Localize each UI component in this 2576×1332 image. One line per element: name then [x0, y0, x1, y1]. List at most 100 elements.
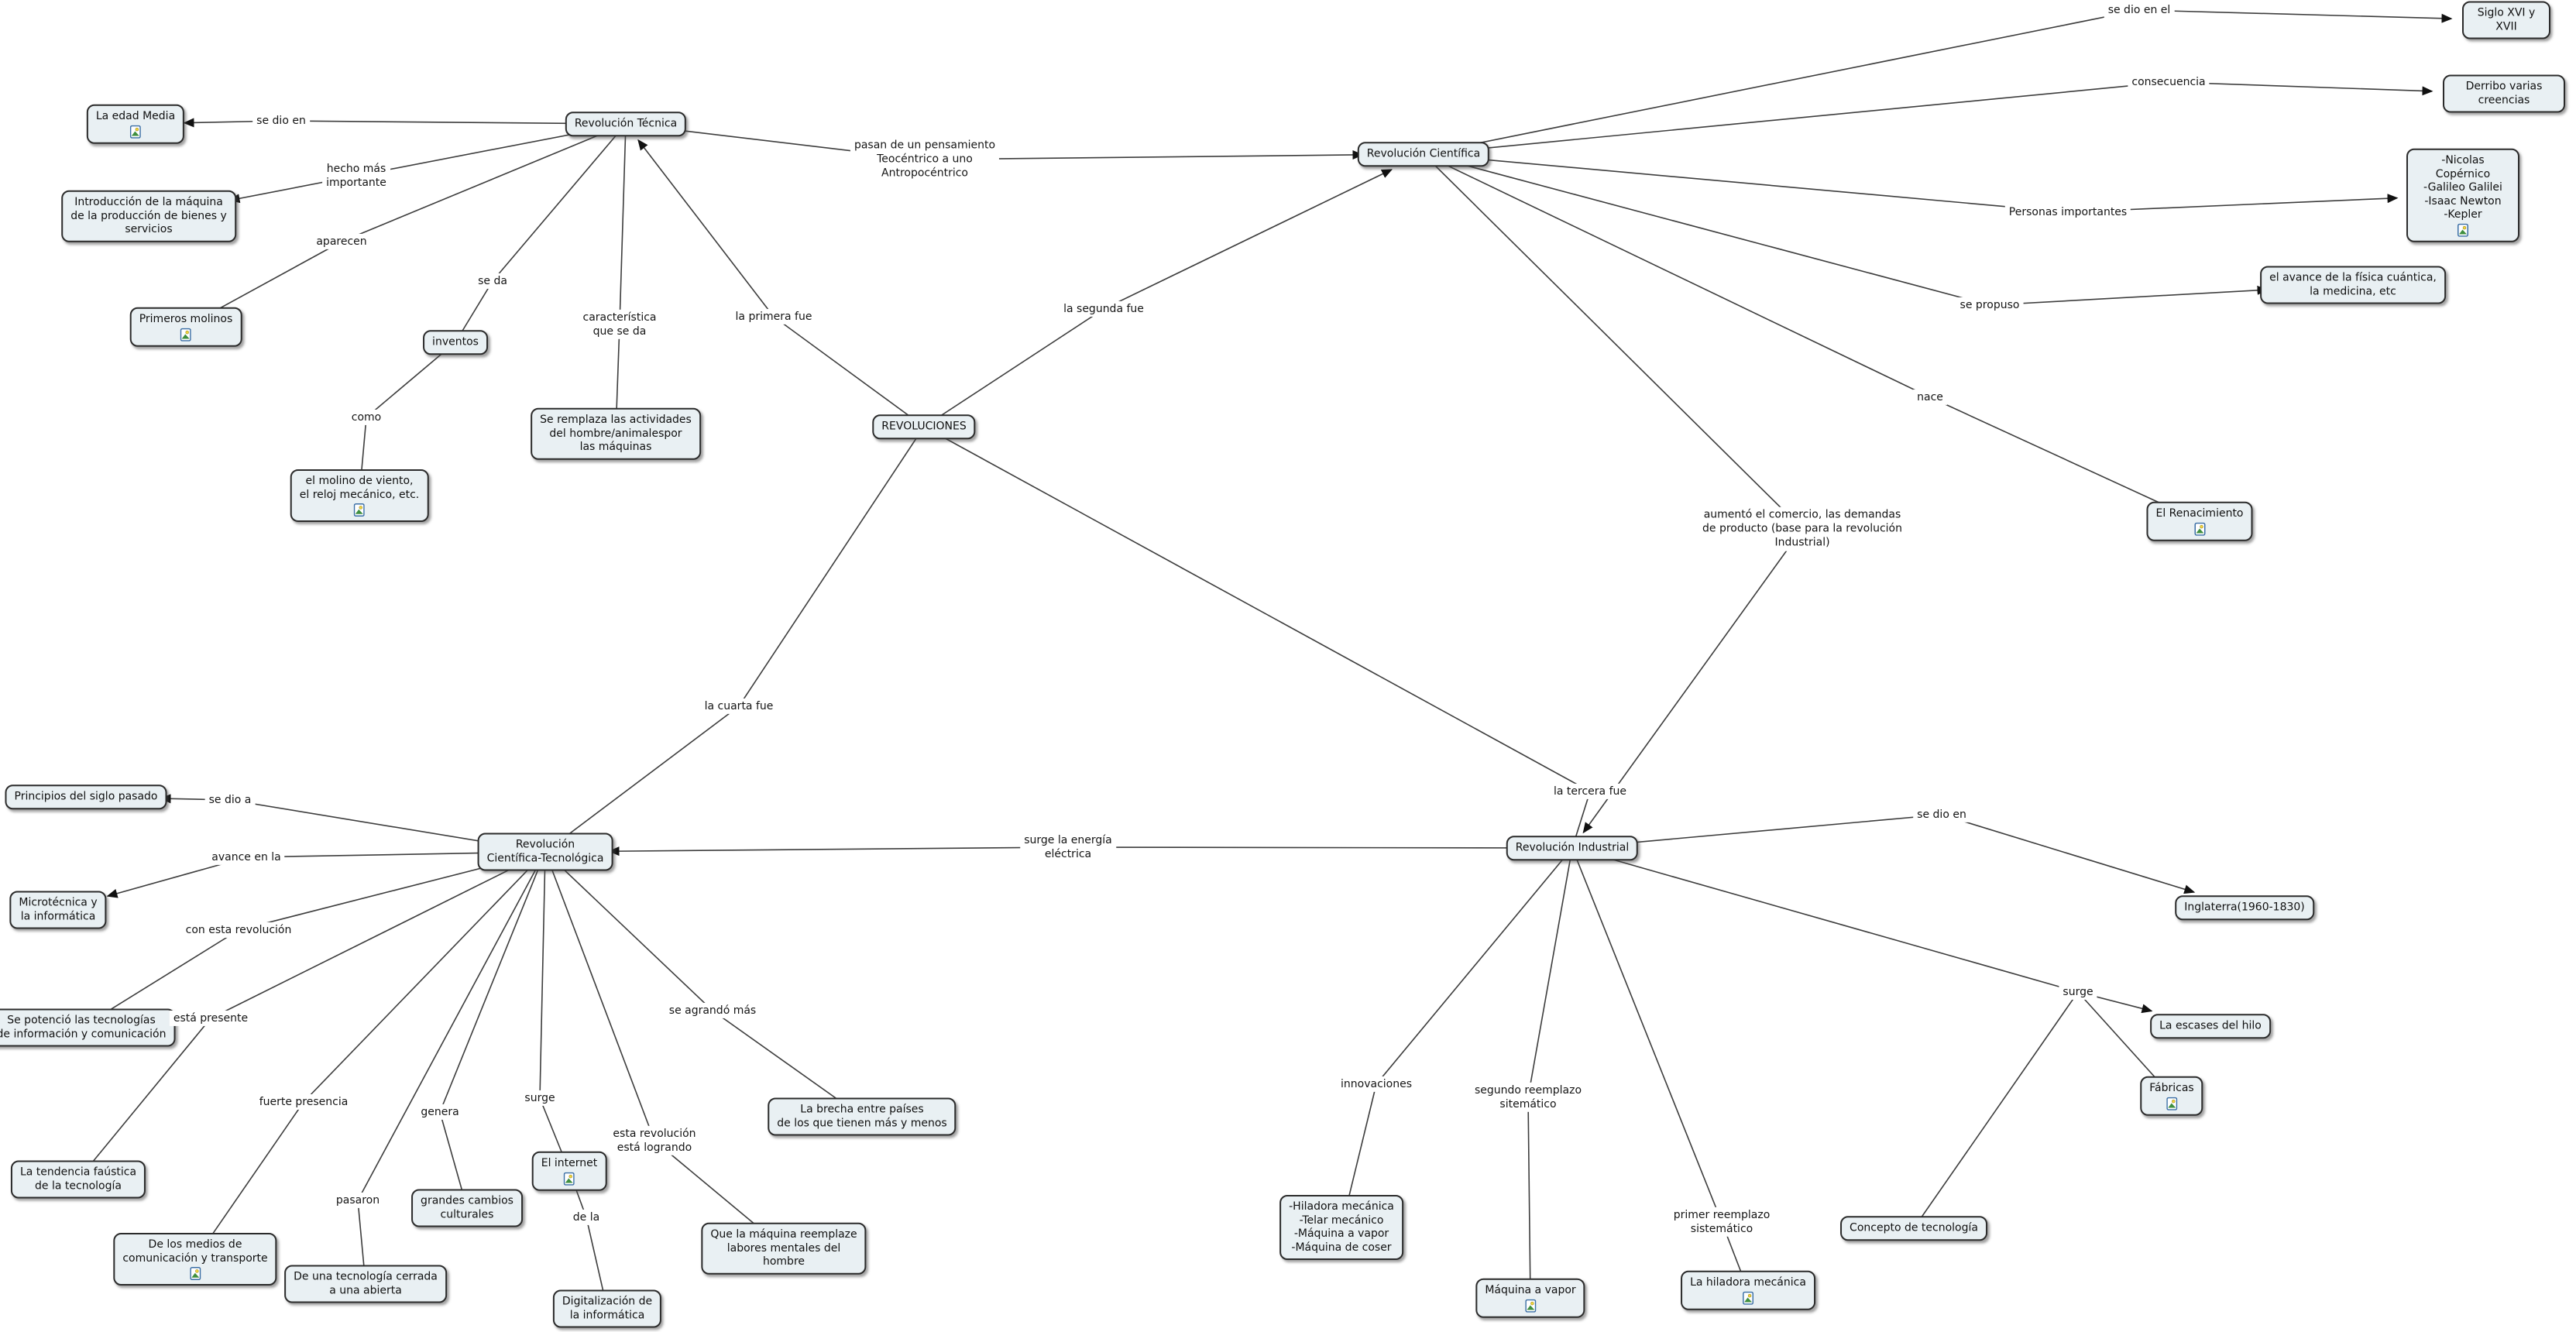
link-line: [1527, 1097, 1531, 1299]
link-label-l_pasaron[interactable]: pasaron: [331, 1192, 384, 1209]
concept-node-renacimiento[interactable]: El Renacimiento: [2146, 501, 2253, 541]
link-label-l_la_cuarta[interactable]: la cuarta fue: [700, 698, 778, 715]
concept-node-text: Digitalización de la informática: [562, 1295, 653, 1322]
image-resource-icon[interactable]: [353, 503, 365, 517]
image-resource-icon[interactable]: [2458, 223, 2468, 237]
link-label-l_avance[interactable]: avance en la: [208, 849, 285, 866]
link-label-l_con_esta[interactable]: con esta revolución: [181, 922, 296, 939]
concept-node-inventos[interactable]: inventos: [423, 330, 488, 355]
concept-node-rev_cientifica[interactable]: Revolución Científica: [1357, 142, 1490, 166]
link-label-l_de_la[interactable]: de la: [568, 1209, 604, 1226]
link-label-l_fuerte[interactable]: fuerte presencia: [255, 1093, 352, 1111]
concept-node-cambios[interactable]: grandes cambios culturales: [411, 1189, 523, 1227]
concept-node-maquina_mental[interactable]: Que la máquina reemplaze labores mentale…: [701, 1222, 867, 1275]
concept-node-escases[interactable]: La escases del hilo: [2150, 1014, 2271, 1038]
link-label-l_se_dio_en2[interactable]: se dio en: [1913, 806, 1970, 823]
link-label-l_segundo[interactable]: segundo reemplazo sitemático: [1470, 1082, 1586, 1113]
concept-node-brecha[interactable]: La brecha entre países de los que tienen…: [768, 1097, 957, 1136]
link-label-l_nace[interactable]: nace: [1913, 389, 1947, 406]
link-line: [923, 308, 1104, 427]
concept-node-principios[interactable]: Principios del siglo pasado: [5, 784, 167, 809]
link-label-l_la_primera[interactable]: la primera fue: [731, 308, 816, 325]
concept-node-primeros_molinos[interactable]: Primeros molinos: [129, 307, 242, 347]
link-label-l_aparecen[interactable]: aparecen: [312, 233, 371, 250]
link-label-l_pasan[interactable]: pasan de un pensamiento Teocéntrico a un…: [850, 137, 1000, 182]
link-line: [1582, 528, 1803, 834]
concept-node-internet[interactable]: El internet: [531, 1151, 607, 1191]
link-label-l_consecuencia[interactable]: consecuencia: [2128, 74, 2210, 91]
link-label-l_primer[interactable]: primer reemplazo sistemático: [1669, 1207, 1774, 1238]
link-label-l_personas[interactable]: Personas importantes: [2004, 204, 2131, 221]
concept-node-rev_industrial[interactable]: Revolución Industrial: [1506, 836, 1639, 860]
concept-node-potencio[interactable]: Se potenció las tecnologías de informaci…: [0, 1008, 176, 1047]
image-resource-icon[interactable]: [1743, 1291, 1753, 1305]
concept-node-text: Principios del siglo pasado: [14, 790, 158, 803]
link-label-l_surge1[interactable]: surge: [520, 1090, 559, 1107]
image-resource-icon[interactable]: [189, 1267, 201, 1280]
image-resource-icon[interactable]: [563, 1172, 575, 1186]
concept-node-rev_cient_tec[interactable]: Revolución Científica-Tecnológica: [477, 832, 613, 871]
link-line: [1423, 153, 1803, 530]
link-label-l_caracteristica[interactable]: característica que se da: [579, 309, 661, 340]
concept-node-rev_tecnica[interactable]: Revolución Técnica: [565, 112, 687, 136]
concept-node-revoluciones[interactable]: REVOLUCIONES: [872, 414, 976, 439]
link-line: [1989, 285, 2269, 306]
image-resource-icon[interactable]: [2193, 522, 2205, 536]
link-label-l_se_dio_en_el[interactable]: se dio en el: [2104, 2, 2175, 19]
concept-node-maquina_vapor[interactable]: Máquina a vapor: [1475, 1278, 1585, 1318]
link-label-l_como[interactable]: como: [347, 409, 386, 426]
concept-node-fabricas[interactable]: Fábricas: [2140, 1076, 2203, 1116]
link-label-l_se_propuso[interactable]: se propuso: [1956, 297, 2024, 314]
concept-node-text: Revolución Industrial: [1515, 841, 1630, 854]
link-line: [2138, 9, 2453, 23]
link-line: [923, 426, 1591, 792]
link-label-l_surge2[interactable]: surge: [2059, 984, 2097, 1001]
concept-node-text: Microtécnica y la informática: [19, 896, 98, 923]
link-line: [1913, 991, 2079, 1229]
concept-node-tendencia[interactable]: La tendencia faústica de la tecnología: [10, 1160, 146, 1199]
concept-node-derribo[interactable]: Derribo varias creencias: [2443, 74, 2565, 113]
link-label-l_aumento[interactable]: aumentó el comercio, las demandas de pro…: [1698, 506, 1906, 551]
concept-node-text: -Nicolas Copérnico -Galileo Galilei -Isa…: [2423, 153, 2502, 221]
link-label-l_se_agrando[interactable]: se agrandó más: [665, 1002, 761, 1019]
concept-node-text: Fábricas: [2149, 1081, 2194, 1094]
link-label-l_la_segunda[interactable]: la segunda fue: [1060, 300, 1148, 318]
link-line: [637, 139, 775, 318]
link-line: [1376, 847, 1573, 1085]
concept-node-text: El Renacimiento: [2155, 506, 2244, 520]
link-label-l_la_tercera[interactable]: la tercera fue: [1550, 783, 1630, 800]
concept-node-text: Primeros molinos: [139, 312, 233, 325]
link-label-l_genera[interactable]: genera: [417, 1104, 463, 1121]
link-label-l_logrando[interactable]: esta revolución está logrando: [609, 1125, 700, 1156]
concept-node-edad_media[interactable]: La edad Media: [86, 104, 185, 144]
concept-node-siglo[interactable]: Siglo XVI y XVII: [2462, 1, 2550, 39]
image-resource-icon[interactable]: [180, 328, 191, 342]
image-resource-icon[interactable]: [1525, 1299, 1536, 1313]
concept-node-medios[interactable]: De los medios de comunicación y transpor…: [113, 1233, 277, 1286]
link-label-l_energia[interactable]: surge la energía eléctrica: [1020, 832, 1116, 863]
link-label-l_esta_presente[interactable]: está presente: [169, 1010, 252, 1027]
concept-node-molino_viento[interactable]: el molino de viento, el reloj mecánico, …: [290, 469, 429, 522]
concept-node-fisica[interactable]: el avance de la física cuántica, la medi…: [2260, 266, 2446, 304]
link-label-l_hecho[interactable]: hecho más importante: [322, 160, 390, 191]
concept-node-hiladora_lista[interactable]: -Hiladora mecánica -Telar mecánico -Máqu…: [1279, 1195, 1403, 1260]
concept-node-hiladora_mec[interactable]: La hiladora mecánica: [1681, 1270, 1815, 1310]
concept-node-remplaza[interactable]: Se remplaza las actividades del hombre/a…: [531, 407, 701, 460]
concept-node-copernico[interactable]: -Nicolas Copérnico -Galileo Galilei -Isa…: [2406, 148, 2519, 242]
image-resource-icon[interactable]: [2166, 1097, 2177, 1111]
link-label-l_se_dio_a[interactable]: se dio a: [204, 791, 256, 808]
concept-node-inglaterra[interactable]: Inglaterra(1960-1830): [2175, 895, 2314, 920]
concept-node-digitalizacion[interactable]: Digitalización de la informática: [552, 1289, 662, 1328]
link-label-l_se_dio_en1[interactable]: se dio en: [252, 112, 310, 129]
concept-node-cerrada[interactable]: De una tecnología cerrada a una abierta: [284, 1265, 447, 1303]
link-label-l_se_da[interactable]: se da: [474, 273, 511, 290]
link-label-l_innovaciones[interactable]: innovaciones: [1337, 1076, 1416, 1093]
concept-node-introduccion[interactable]: Introducción de la máquina de la producc…: [61, 190, 236, 242]
link-line: [544, 851, 655, 1141]
link-line: [1423, 153, 1931, 398]
image-resource-icon[interactable]: [129, 125, 141, 139]
link-line: [492, 123, 627, 282]
concept-node-concepto[interactable]: Concepto de tecnología: [1840, 1216, 1987, 1241]
link-line: [1067, 846, 1573, 849]
concept-node-microtecnica[interactable]: Microtécnica y la informática: [9, 891, 107, 929]
